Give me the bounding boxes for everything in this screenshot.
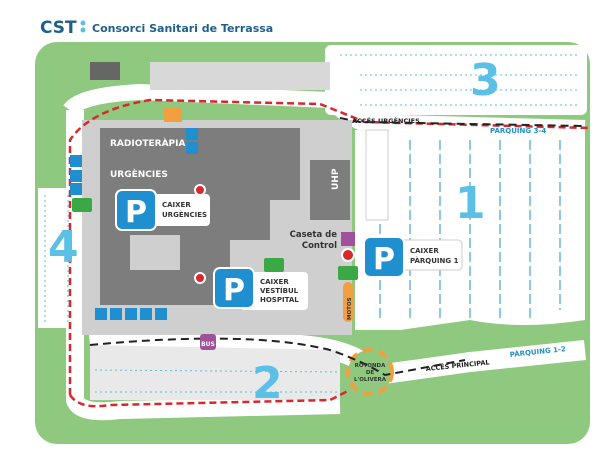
map-label: P	[125, 195, 147, 230]
map-label: URGÈNCIES	[162, 210, 207, 219]
barrier-icon	[164, 108, 182, 122]
label-urgencies: URGÈNCIES	[110, 168, 168, 180]
label-acces-urgencies: ACCÉS URGÈNCIES	[352, 116, 420, 125]
bicycle-parking-icons	[72, 198, 358, 280]
pedestrian-route	[68, 98, 591, 395]
map-label: CAIXER	[410, 247, 439, 255]
map-label: P	[373, 242, 395, 277]
point-marker	[341, 248, 355, 262]
label-radioterapia: RADIOTERÀPIA	[110, 137, 185, 149]
caseta-de-control	[341, 232, 355, 246]
pay-station-vestibul[interactable]: P CAIXER VESTÍBUL HOSPITAL	[213, 267, 308, 310]
pay-station-urgencies[interactable]: P CAIXER URGÈNCIES	[115, 189, 210, 231]
label-caseta-1: Caseta de	[290, 230, 338, 240]
logo: CST	[40, 18, 77, 38]
parking-2[interactable]	[90, 345, 340, 400]
label-parquing-3-4: PÀRQUING 3-4	[490, 126, 546, 135]
map-label: L'OLIVERA	[354, 377, 387, 383]
label-rotonda: ROTONDA	[355, 363, 387, 369]
label-motos: MOTOS	[347, 297, 353, 320]
uhp-building	[310, 160, 350, 220]
map-label: CAIXER	[260, 278, 289, 286]
disabled-parking-icons	[70, 128, 198, 320]
map-label: PÀRQUING 1	[410, 256, 459, 265]
bus-stop-icon	[200, 334, 216, 350]
vehicle-route	[89, 337, 466, 377]
zone-2-number: 2	[252, 358, 283, 409]
pay-station-parquing-1[interactable]: P CAIXER PÀRQUING 1	[363, 236, 463, 278]
motos-area	[343, 282, 353, 322]
label-uhp: UHP	[331, 168, 341, 190]
header-title: Consorci Sanitari de Terrassa	[92, 22, 273, 35]
rotonda	[346, 348, 394, 396]
map-label: HOSPITAL	[260, 296, 299, 304]
map-label: CAIXER	[162, 201, 191, 209]
map-label: P	[223, 273, 245, 308]
label-caseta-2: Control	[302, 241, 337, 251]
zone-4-number: 4	[48, 222, 79, 273]
parking-3[interactable]	[325, 45, 587, 115]
map-label: DE	[366, 370, 375, 376]
zone-3-number: 3	[470, 55, 501, 106]
map-label: VESTÍBUL	[260, 286, 299, 295]
map-label: BUS	[201, 341, 215, 348]
zone-1-number: 1	[455, 178, 486, 229]
